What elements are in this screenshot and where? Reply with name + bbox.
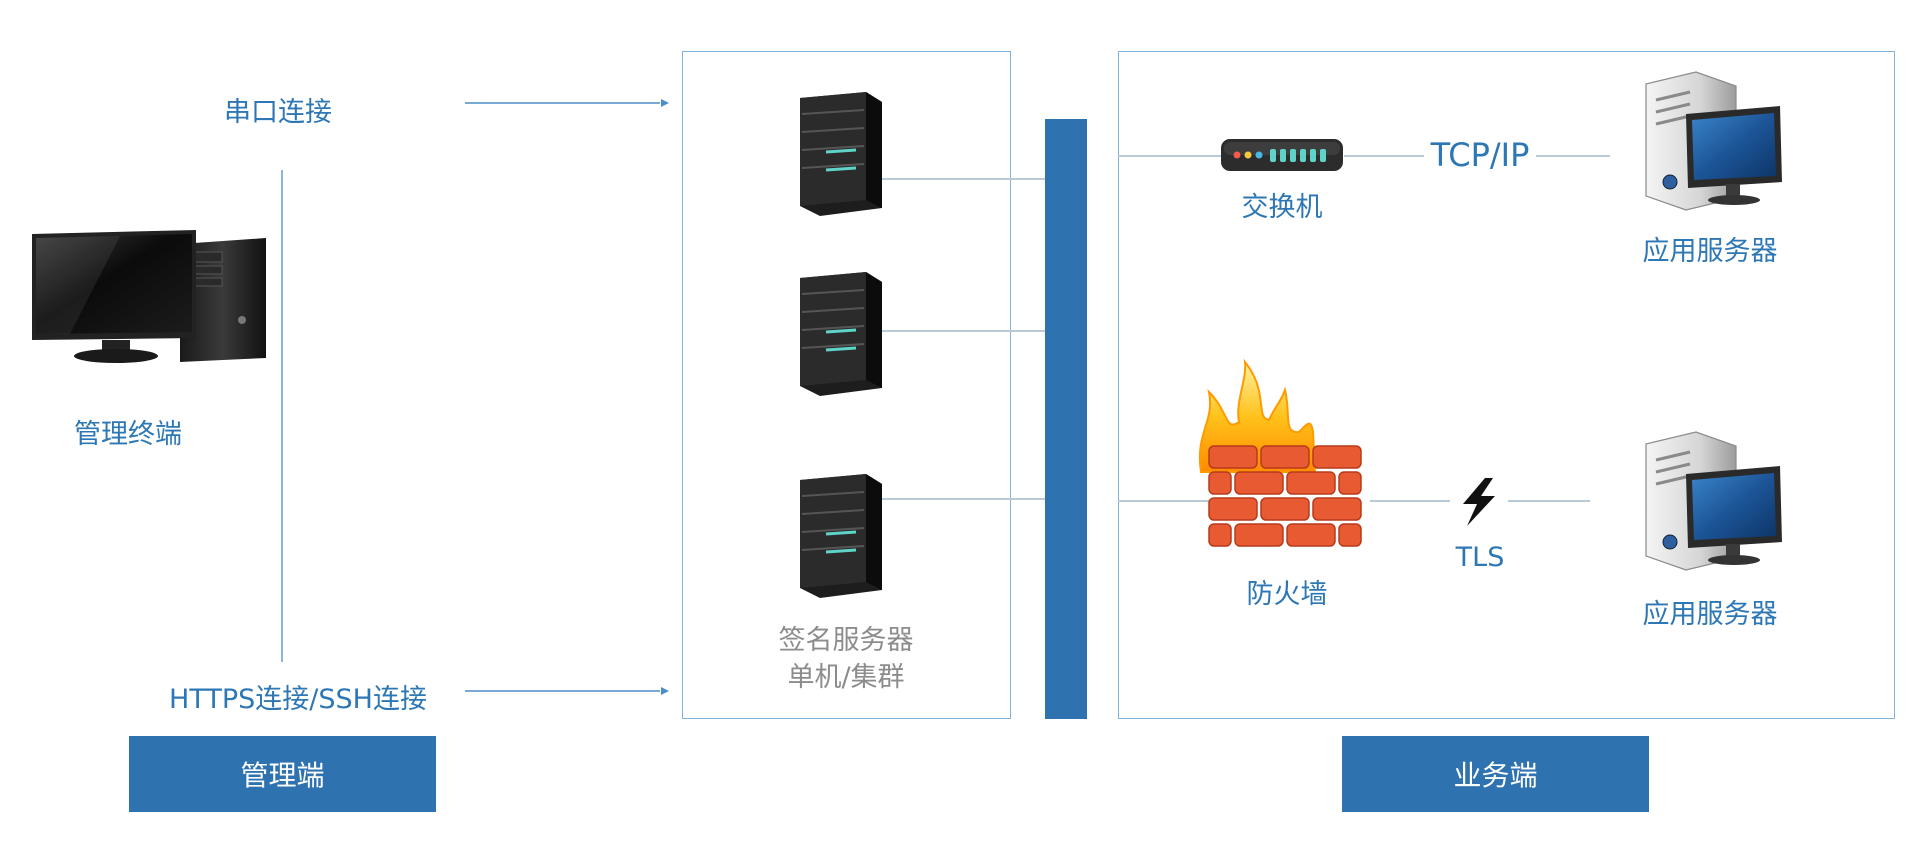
https-arrow xyxy=(465,687,669,695)
tcpip-connector xyxy=(1536,155,1610,157)
server-tower-icon xyxy=(800,92,882,216)
management-section-button[interactable]: 管理端 xyxy=(129,736,436,812)
server-tower-icon xyxy=(800,474,882,598)
business-section-button[interactable]: 业务端 xyxy=(1342,736,1649,812)
server-bus-connector xyxy=(882,498,1045,500)
switch-label: 交换机 xyxy=(1241,192,1323,223)
app-server-icon xyxy=(1645,431,1782,571)
network-bus-bar xyxy=(1045,119,1087,719)
business-box xyxy=(1118,51,1895,719)
tls-label: TLS xyxy=(1455,542,1505,573)
server-bus-connector xyxy=(882,330,1045,332)
lightning-icon xyxy=(1463,478,1495,526)
server-tower-icon xyxy=(800,272,882,396)
switch-connector-left xyxy=(1118,155,1222,157)
firewall-label: 防火墙 xyxy=(1246,579,1328,610)
app-server-icon xyxy=(1645,71,1782,211)
firewall-connector-right xyxy=(1370,500,1450,502)
signing-server-box xyxy=(682,51,1011,719)
signing-server-subtitle: 单机/集群 xyxy=(787,662,905,693)
server-bus-connector xyxy=(882,178,1045,180)
switch-connector-right xyxy=(1344,155,1424,157)
app-server-bottom-label: 应用服务器 xyxy=(1642,599,1778,630)
app-server-top-label: 应用服务器 xyxy=(1642,236,1778,267)
serial-arrow xyxy=(465,99,669,107)
business-section-label: 业务端 xyxy=(1453,759,1538,792)
management-vertical-line xyxy=(281,170,283,662)
firewall-icon xyxy=(1198,358,1362,547)
management-section-label: 管理端 xyxy=(240,759,325,792)
firewall-connector-left xyxy=(1118,500,1210,502)
management-terminal-label: 管理终端 xyxy=(74,419,182,450)
tcpip-label: TCP/IP xyxy=(1430,136,1530,174)
serial-connection-label: 串口连接 xyxy=(224,97,332,128)
https-ssh-connection-label: HTTPS连接/SSH连接 xyxy=(169,684,427,715)
tls-connector xyxy=(1508,500,1590,502)
network-switch-icon xyxy=(1221,139,1343,171)
desktop-pc-icon xyxy=(32,230,266,363)
signing-server-title: 签名服务器 xyxy=(778,625,914,656)
